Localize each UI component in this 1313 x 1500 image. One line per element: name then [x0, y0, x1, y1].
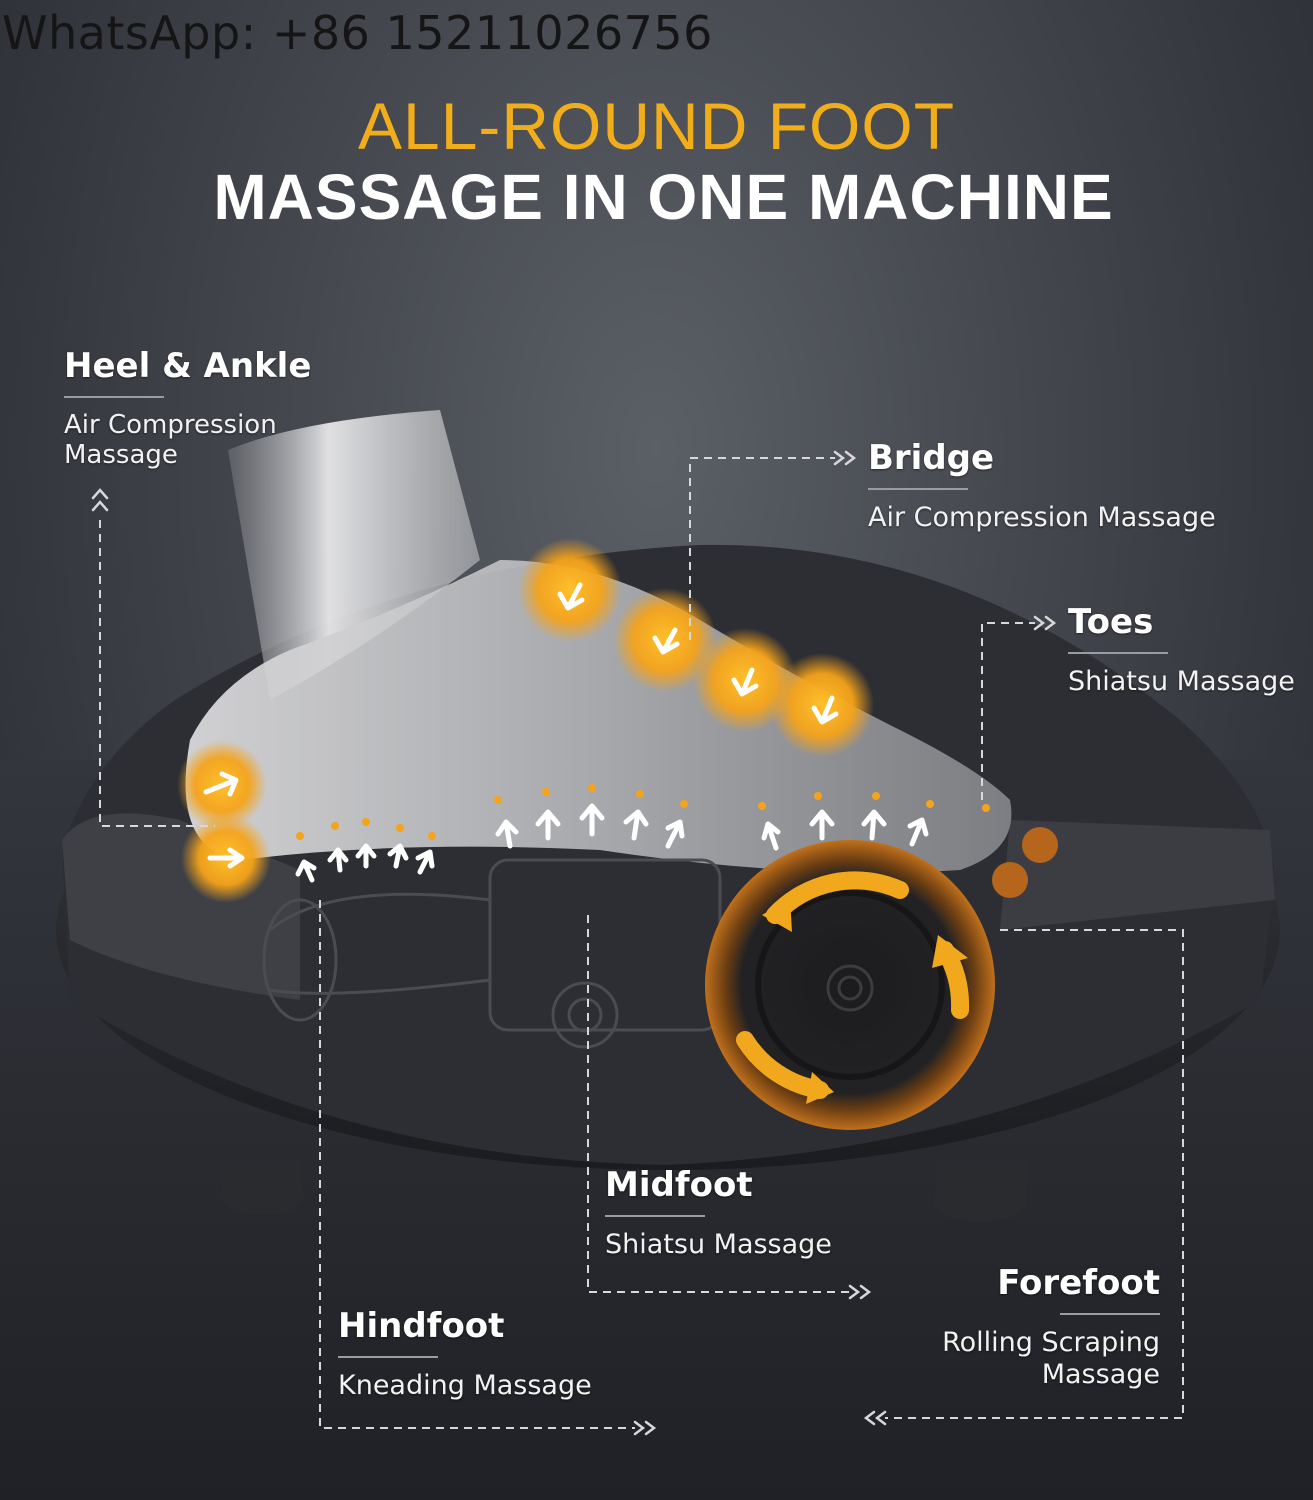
heel-subtitle-line2: Massage: [64, 440, 178, 470]
toes-heading: Toes: [1068, 602, 1154, 642]
hindfoot-heading: Hindfoot: [338, 1306, 505, 1346]
label-forefoot: Forefoot Rolling Scraping Massage: [900, 1263, 1160, 1391]
hindfoot-divider: [338, 1356, 438, 1358]
bridge-heading: Bridge: [868, 438, 995, 478]
forefoot-subtitle-line2: Massage: [1041, 1359, 1160, 1390]
label-hindfoot: Hindfoot Kneading Massage: [338, 1306, 658, 1402]
midfoot-divider: [605, 1215, 705, 1217]
shiatsu-orange-dots: [296, 784, 990, 840]
label-toes: Toes Shiatsu Massage: [1068, 602, 1308, 698]
hindfoot-subtitle: Kneading Massage: [338, 1370, 592, 1401]
internal-mechanism: [262, 858, 722, 1049]
whatsapp-watermark: WhatsApp: +86 15211026756: [2, 6, 713, 60]
bridge-down-arrows: [557, 582, 839, 725]
callout-lines: [99, 457, 1184, 1429]
shiatsu-up-arrows: [295, 803, 929, 883]
bridge-divider: [868, 488, 968, 490]
foot-silhouette: [185, 410, 1012, 873]
toes-subtitle: Shiatsu Massage: [1068, 666, 1295, 697]
midfoot-heading: Midfoot: [605, 1165, 753, 1205]
label-midfoot: Midfoot Shiatsu Massage: [605, 1165, 905, 1261]
bridge-subtitle: Air Compression Massage: [868, 502, 1216, 533]
rolling-scraper: [705, 827, 1058, 1130]
heel-divider: [64, 396, 164, 398]
bridge-compression-glows: [518, 538, 874, 757]
forefoot-subtitle-line1: Rolling Scraping: [942, 1327, 1160, 1358]
callout-chevrons: [91, 450, 1057, 1436]
toes-divider: [1068, 652, 1168, 654]
midfoot-subtitle: Shiatsu Massage: [605, 1229, 832, 1260]
headline-line2: MASSAGE IN ONE MACHINE: [213, 161, 1114, 233]
forefoot-heading: Forefoot: [997, 1263, 1160, 1303]
forefoot-divider: [1060, 1313, 1160, 1315]
heel-subtitle-line1: Air Compression: [64, 410, 277, 440]
heel-heading: Heel & Ankle: [64, 346, 312, 386]
label-bridge: Bridge Air Compression Massage: [868, 438, 1268, 534]
heel-arrows: [203, 771, 245, 869]
headline-line1: ALL-ROUND FOOT: [357, 89, 956, 163]
label-heel-ankle: Heel & Ankle Air Compression Massage: [64, 346, 324, 470]
